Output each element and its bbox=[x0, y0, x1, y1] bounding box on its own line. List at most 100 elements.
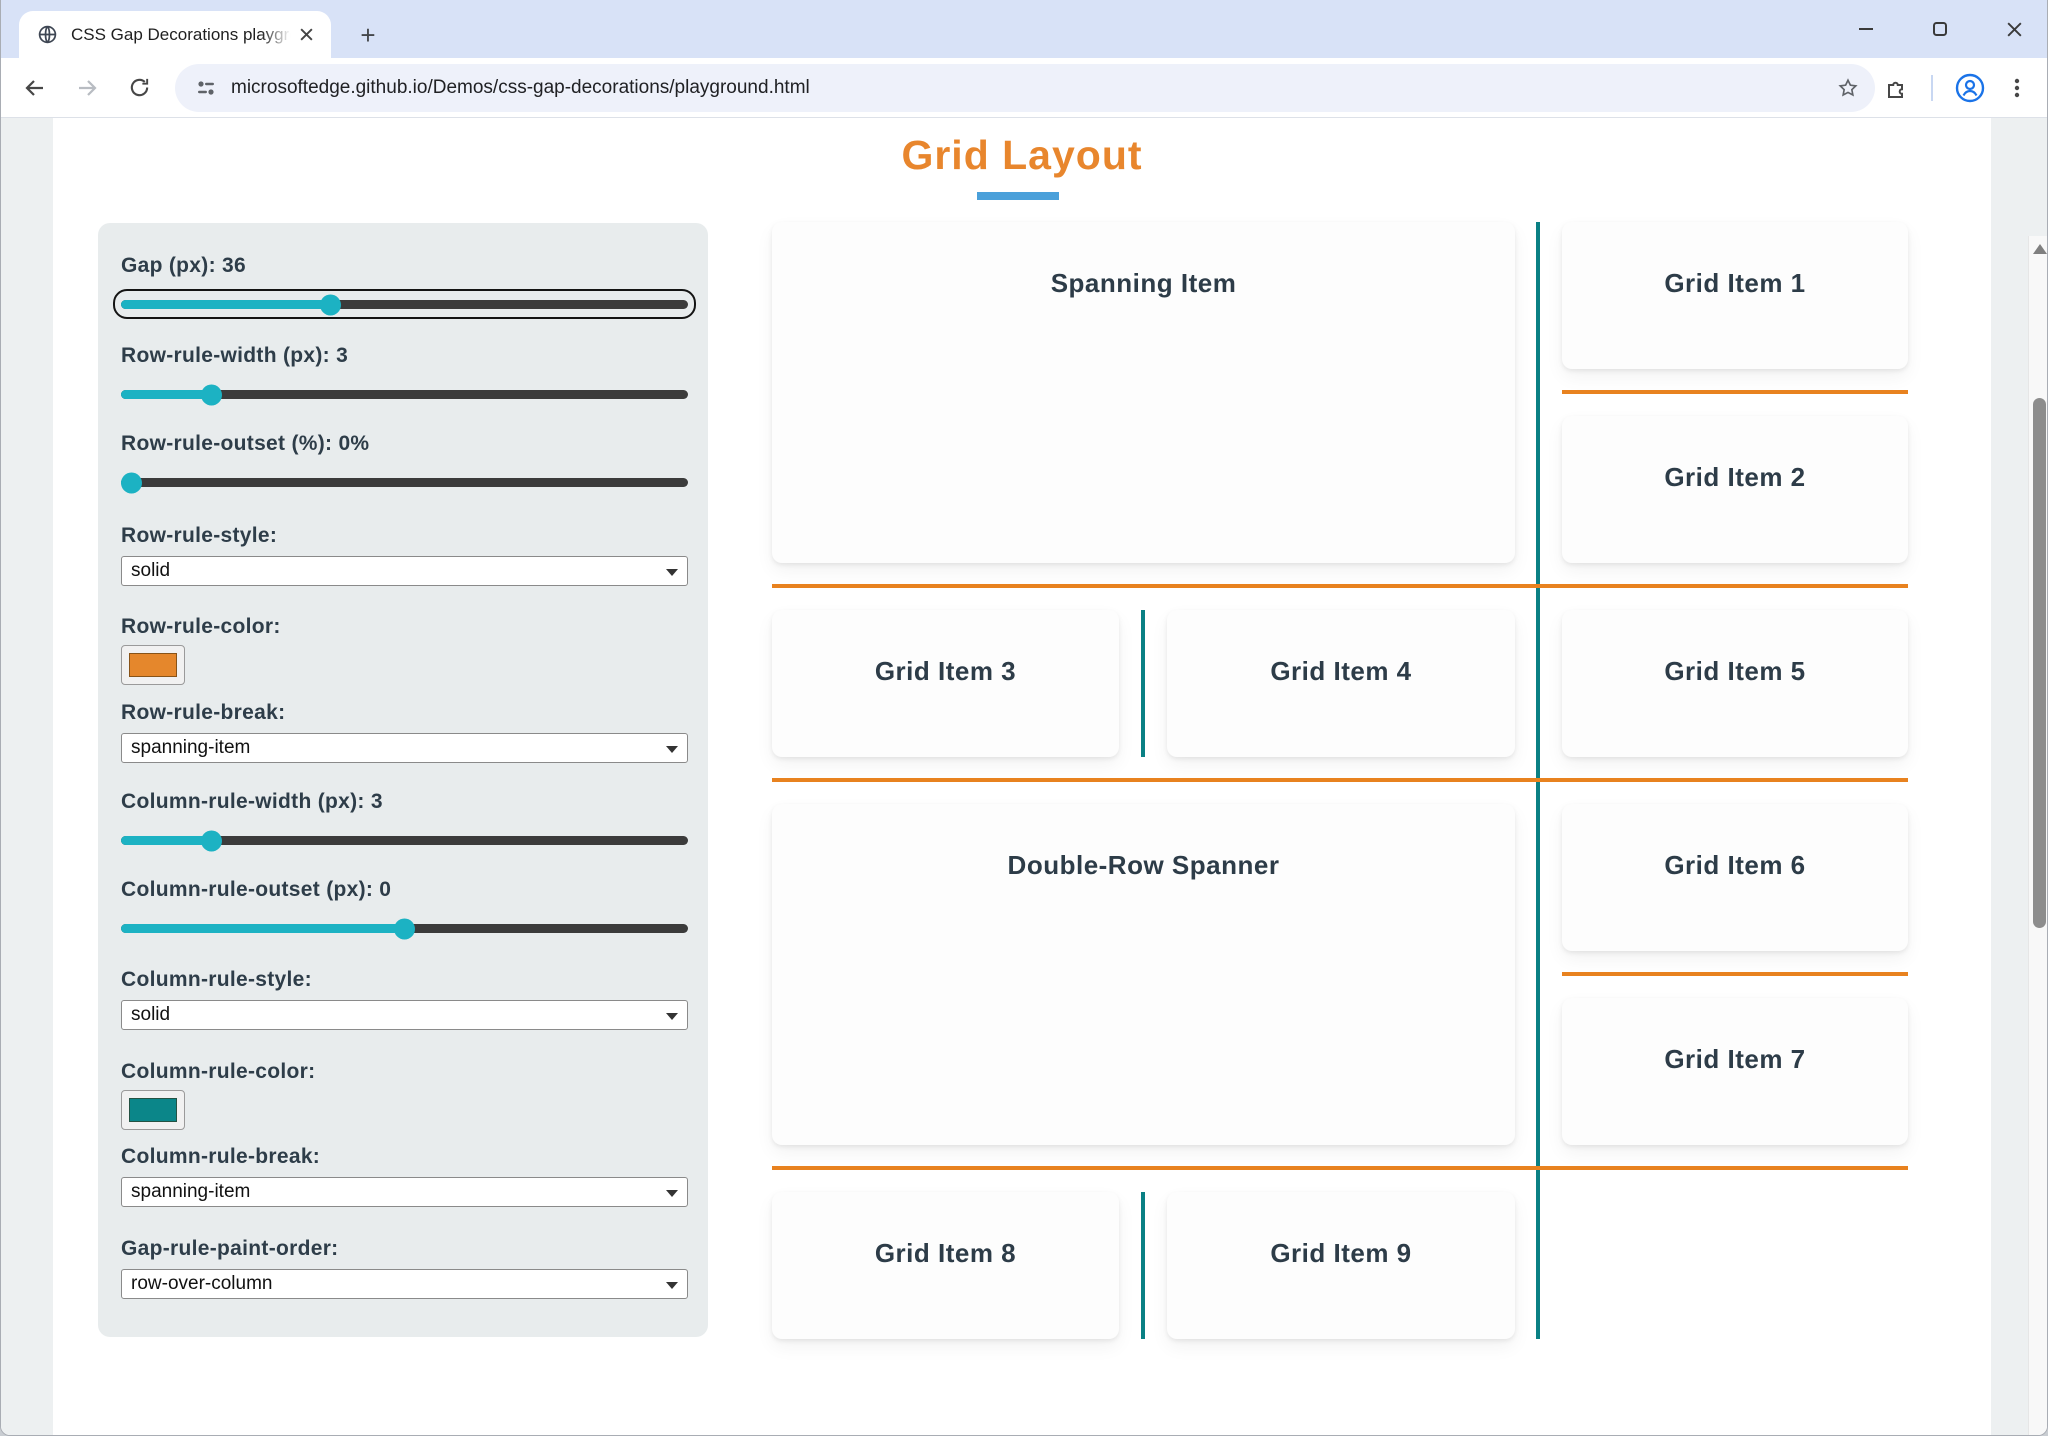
gap-slider[interactable] bbox=[113, 289, 696, 319]
control-column-rule-style: Column-rule-style: solid bbox=[121, 967, 688, 1030]
control-column-rule-color: Column-rule-color: bbox=[121, 1059, 688, 1130]
globe-favicon-icon bbox=[38, 25, 57, 44]
column-rule-row3 bbox=[1141, 610, 1145, 757]
card-label: Spanning Item bbox=[1050, 268, 1237, 298]
control-gap-rule-paint-order: Gap-rule-paint-order: row-over-column bbox=[121, 1236, 688, 1299]
row-rule-full-2 bbox=[772, 778, 1908, 782]
slider-thumb[interactable] bbox=[121, 472, 143, 493]
maximize-button[interactable] bbox=[1925, 14, 1955, 44]
back-button[interactable] bbox=[15, 68, 55, 108]
grid-card-8: Grid Item 8 bbox=[772, 1192, 1119, 1339]
row-rule-style-label: Row-rule-style: bbox=[121, 524, 278, 547]
column-rule-outset-slider[interactable] bbox=[121, 917, 688, 939]
url-text[interactable]: microsoftedge.github.io/Demos/css-gap-de… bbox=[231, 76, 810, 98]
menu-dots-icon[interactable] bbox=[2007, 77, 2027, 99]
column-rule-style-select[interactable]: solid bbox=[121, 1000, 688, 1030]
slider-thumb[interactable] bbox=[200, 384, 222, 405]
close-window-button[interactable] bbox=[1999, 14, 2029, 44]
row-rule-width-slider[interactable] bbox=[121, 383, 688, 405]
column-rule-row6 bbox=[1141, 1192, 1145, 1339]
slider-thumb[interactable] bbox=[319, 294, 341, 315]
card-label: Grid Item 3 bbox=[874, 656, 1017, 686]
tab-close-icon[interactable] bbox=[295, 24, 317, 46]
chevron-down-icon bbox=[666, 1013, 678, 1020]
select-value: spanning-item bbox=[131, 737, 251, 758]
site-info-icon[interactable] bbox=[195, 77, 217, 99]
window-controls bbox=[1851, 0, 2029, 58]
column-rule-break-select[interactable]: spanning-item bbox=[121, 1177, 688, 1207]
column-rule-color-label: Column-rule-color: bbox=[121, 1060, 316, 1083]
bookmark-star-icon[interactable] bbox=[1837, 77, 1859, 99]
new-tab-plus: + bbox=[360, 19, 376, 50]
card-label: Double-Row Spanner bbox=[1007, 850, 1280, 880]
row-rule-outset-label: Row-rule-outset (%): 0% bbox=[121, 432, 370, 455]
card-label: Grid Item 2 bbox=[1664, 462, 1806, 492]
browser-tab[interactable]: CSS Gap Decorations playgroun bbox=[19, 11, 331, 58]
title-underline bbox=[977, 192, 1059, 200]
grid-demo-area: Spanning Item Grid Item 1 Grid Item 2 Gr… bbox=[772, 222, 1908, 1339]
chevron-down-icon bbox=[666, 1282, 678, 1289]
new-tab-button[interactable]: + bbox=[353, 20, 383, 50]
slider-thumb[interactable] bbox=[393, 918, 415, 939]
control-gap: Gap (px): 36 bbox=[113, 253, 696, 319]
row-rule-color-label: Row-rule-color: bbox=[121, 615, 281, 638]
row-rule-color-picker[interactable] bbox=[121, 645, 185, 685]
row-rule-color-value bbox=[129, 653, 177, 677]
vertical-scrollbar[interactable] bbox=[2028, 236, 2047, 1435]
select-value: row-over-column bbox=[131, 1273, 273, 1294]
grid-card-1: Grid Item 1 bbox=[1562, 222, 1908, 369]
chevron-down-icon bbox=[666, 746, 678, 753]
grid-card-spanning: Spanning Item bbox=[772, 222, 1515, 563]
browser-toolbar: microsoftedge.github.io/Demos/css-gap-de… bbox=[1, 58, 2047, 118]
profile-avatar-icon[interactable] bbox=[1955, 73, 1985, 103]
toolbar-right-cluster bbox=[1885, 73, 2027, 103]
grid-card-7: Grid Item 7 bbox=[1562, 998, 1908, 1145]
control-row-rule-outset: Row-rule-outset (%): 0% bbox=[121, 431, 688, 493]
address-bar[interactable]: microsoftedge.github.io/Demos/css-gap-de… bbox=[175, 63, 1875, 112]
column-rule-width-label: Column-rule-width (px): 3 bbox=[121, 790, 383, 813]
column-rule-style-label: Column-rule-style: bbox=[121, 968, 312, 991]
select-value: spanning-item bbox=[131, 1181, 251, 1202]
card-label: Grid Item 9 bbox=[1270, 1238, 1412, 1268]
slider-thumb[interactable] bbox=[200, 830, 222, 851]
reload-button[interactable] bbox=[119, 68, 159, 108]
control-column-rule-break: Column-rule-break: spanning-item bbox=[121, 1144, 688, 1207]
column-rule-color-picker[interactable] bbox=[121, 1090, 185, 1130]
controls-panel: Gap (px): 36 Row-rule-width (px): 3 Row-… bbox=[98, 223, 708, 1337]
tab-strip: CSS Gap Decorations playgroun + bbox=[1, 0, 2047, 58]
page-background: Grid Layout Gap (px): 36 Row-rule-width … bbox=[1, 118, 2047, 1435]
gap-slider-label: Gap (px): 36 bbox=[121, 254, 246, 277]
grid-card-5: Grid Item 5 bbox=[1562, 610, 1908, 757]
column-rule-break-label: Column-rule-break: bbox=[121, 1145, 321, 1168]
tab-title: CSS Gap Decorations playgroun bbox=[71, 24, 295, 44]
row-rule-break-select[interactable]: spanning-item bbox=[121, 733, 688, 763]
scrollbar-thumb[interactable] bbox=[2033, 398, 2046, 928]
chevron-down-icon bbox=[666, 569, 678, 576]
card-label: Grid Item 7 bbox=[1664, 1044, 1806, 1074]
chevron-down-icon bbox=[666, 1190, 678, 1197]
page-title: Grid Layout bbox=[901, 132, 1143, 178]
gap-rule-paint-order-select[interactable]: row-over-column bbox=[121, 1269, 688, 1299]
column-rule-color-value bbox=[129, 1098, 177, 1122]
extensions-icon[interactable] bbox=[1885, 76, 1909, 100]
grid-card-4: Grid Item 4 bbox=[1167, 610, 1515, 757]
row-rule-width-label: Row-rule-width (px): 3 bbox=[121, 344, 349, 367]
control-row-rule-color: Row-rule-color: bbox=[121, 614, 688, 685]
minimize-button[interactable] bbox=[1851, 14, 1881, 44]
row-rule-full-1 bbox=[772, 584, 1908, 588]
card-label: Grid Item 4 bbox=[1270, 656, 1412, 686]
row-rule-col3-a bbox=[1562, 390, 1908, 394]
row-rule-outset-slider[interactable] bbox=[121, 471, 688, 493]
select-value: solid bbox=[131, 560, 171, 581]
grid-card-double-row-spanner: Double-Row Spanner bbox=[772, 804, 1515, 1145]
card-label: Grid Item 8 bbox=[874, 1238, 1017, 1268]
scroll-up-icon[interactable] bbox=[2033, 244, 2047, 254]
control-column-rule-outset: Column-rule-outset (px): 0 bbox=[121, 877, 688, 939]
column-rule-width-slider[interactable] bbox=[121, 829, 688, 851]
card-label: Grid Item 5 bbox=[1664, 656, 1806, 686]
card-label: Grid Item 1 bbox=[1664, 268, 1806, 298]
forward-button[interactable] bbox=[67, 68, 107, 108]
row-rule-style-select[interactable]: solid bbox=[121, 556, 688, 586]
row-rule-break-label: Row-rule-break: bbox=[121, 701, 286, 724]
